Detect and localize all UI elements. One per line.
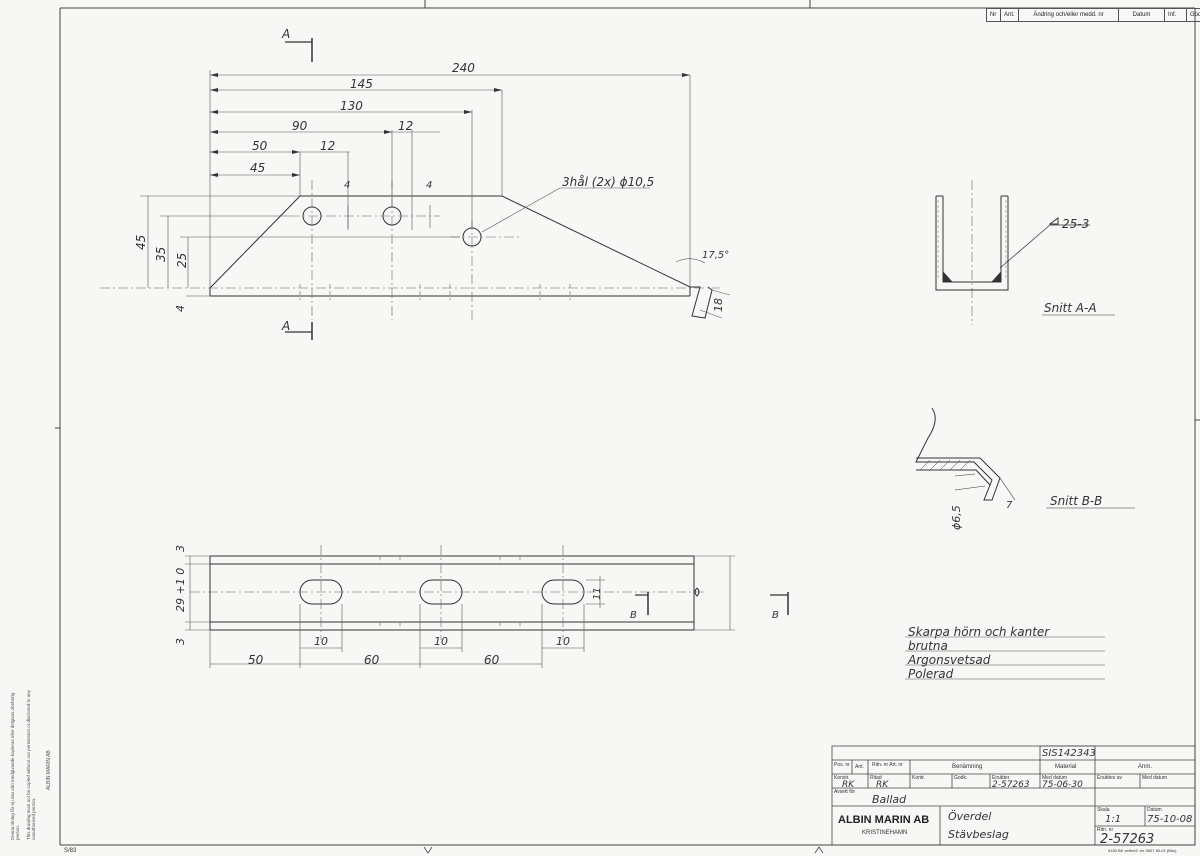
dim-h25: 25: [175, 253, 189, 268]
dim-130: 130: [340, 99, 363, 113]
revision-table: Nr Ant. Ändring och/eller medd. nr Datum…: [986, 8, 1200, 22]
dim-p60b: 60: [484, 653, 500, 667]
ersatter-value: 2-57263: [992, 780, 1030, 790]
dim-v3b: 3: [174, 638, 187, 645]
corner-code: S/83: [64, 848, 77, 854]
skala-label: Skala: [1097, 807, 1110, 813]
dim-v3a: 3: [174, 545, 187, 552]
title-block: [831, 745, 1196, 846]
ersattes-label: Ersättes av: [1097, 775, 1123, 781]
anm-label: Anm.: [1138, 764, 1152, 770]
notice-company: ALBIN MARIN AB: [46, 750, 52, 790]
konstr-value: RK: [842, 780, 855, 790]
dim-12a: 12: [398, 119, 413, 133]
dim-p50: 50: [248, 653, 264, 667]
konstr-label: Konstr.: [834, 775, 850, 781]
dim-w10b: 10: [434, 635, 448, 648]
med-datum-value: 75-06-30: [1042, 780, 1083, 790]
benamning-label: Benämning: [952, 764, 982, 770]
notice-en: This drawing must not be copied without …: [26, 690, 36, 840]
ritad-label: Ritad: [870, 775, 882, 781]
rev-change: Ändring och/eller medd. nr: [1018, 8, 1118, 22]
hole-note: 3hål (2x) ϕ10,5: [562, 175, 654, 189]
title-line-2: Stävbeslag: [948, 828, 1009, 841]
med-datum2-label: Med datum: [1142, 775, 1167, 781]
side-notice: Denna ritning får ej utan vårt medgivand…: [8, 680, 58, 850]
dim-v29: 29 +1 0: [174, 568, 187, 612]
datum-label: Datum: [1147, 807, 1162, 813]
ritn-nr-value: 2-57263: [1100, 832, 1154, 847]
pos-label: Pos. nr: [834, 762, 850, 768]
dim-7: 7: [1006, 500, 1013, 511]
kontr-label: Kontr.: [912, 775, 925, 781]
note-4: Polerad: [908, 667, 954, 681]
datum-value: 75-10-08: [1147, 814, 1192, 825]
notice-sv: Denna ritning får ej utan vårt medgivand…: [10, 692, 20, 840]
rev-nr: Nr: [986, 8, 1000, 22]
ersatter-label: Ersätter: [992, 775, 1010, 781]
rev-ant: Ant.: [1000, 8, 1018, 22]
med-datum-label: Med datum: [1042, 775, 1067, 781]
section-marker-b1: B: [630, 610, 637, 621]
dim-90: 90: [292, 119, 308, 133]
title-line-1: Överdel: [948, 810, 991, 823]
ritn-nr-label: Ritn. nr: [1097, 827, 1113, 833]
dim-145: 145: [350, 77, 373, 91]
note-1: Skarpa hörn och kanter: [908, 625, 1050, 639]
company-name: ALBIN MARIN AB: [838, 814, 929, 826]
section-marker-b2: B: [772, 610, 779, 621]
rev-datum: Datum: [1118, 8, 1164, 22]
godk-label: Godk.: [954, 775, 967, 781]
dim-h35: 35: [154, 247, 168, 262]
dim-p60a: 60: [364, 653, 380, 667]
dim-d65: ϕ6,5: [950, 505, 963, 530]
section-bb-label: Snitt B-B: [1050, 494, 1102, 508]
bottom-view: [185, 545, 789, 668]
rev-godk: Godk.: [1186, 8, 1200, 22]
dim-w10a: 10: [314, 635, 328, 648]
ritn-label: Ritn. nr Art. nr: [872, 762, 903, 768]
dim-h45: 45: [134, 235, 148, 250]
section-marker-bottom: A: [281, 319, 290, 333]
dim-4a: 4: [344, 180, 350, 191]
ritad-value: RK: [876, 780, 889, 790]
material-label: Material: [1055, 764, 1076, 770]
avsett-label: Avsett för: [834, 789, 855, 795]
drawing-ref: SIS142343: [1042, 748, 1096, 759]
section-aa: [935, 195, 1115, 316]
note-2: brutna: [908, 639, 948, 653]
dim-240: 240: [452, 61, 475, 75]
dim-s11: 11: [592, 587, 603, 600]
dim-w10c: 10: [556, 635, 570, 648]
section-bb: [915, 407, 1135, 509]
note-3: Argonsvetsad: [907, 653, 991, 667]
form-code: 5150 BE vetfort2 .ee 0607 80-01 (Bhs): [1108, 848, 1177, 853]
dim-angle: 17,5°: [702, 250, 729, 261]
dim-h4: 4: [174, 305, 187, 312]
company-city: KRISTINEHAMN: [862, 830, 907, 836]
rev-inf: Inf.: [1164, 8, 1186, 22]
section-marker-top: A: [281, 27, 290, 41]
skala-value: 1:1: [1105, 814, 1121, 825]
weld-note: 25-3: [1062, 217, 1089, 231]
dim-12b: 12: [320, 139, 335, 153]
dim-50: 50: [252, 139, 268, 153]
section-aa-label: Snitt A-A: [1044, 301, 1097, 315]
dim-18: 18: [712, 298, 725, 312]
top-view: [100, 38, 973, 340]
ant-label: Ant.: [855, 764, 864, 770]
dim-45: 45: [250, 161, 265, 175]
dim-4b: 4: [426, 180, 432, 191]
avsett-value: Ballad: [872, 793, 907, 806]
